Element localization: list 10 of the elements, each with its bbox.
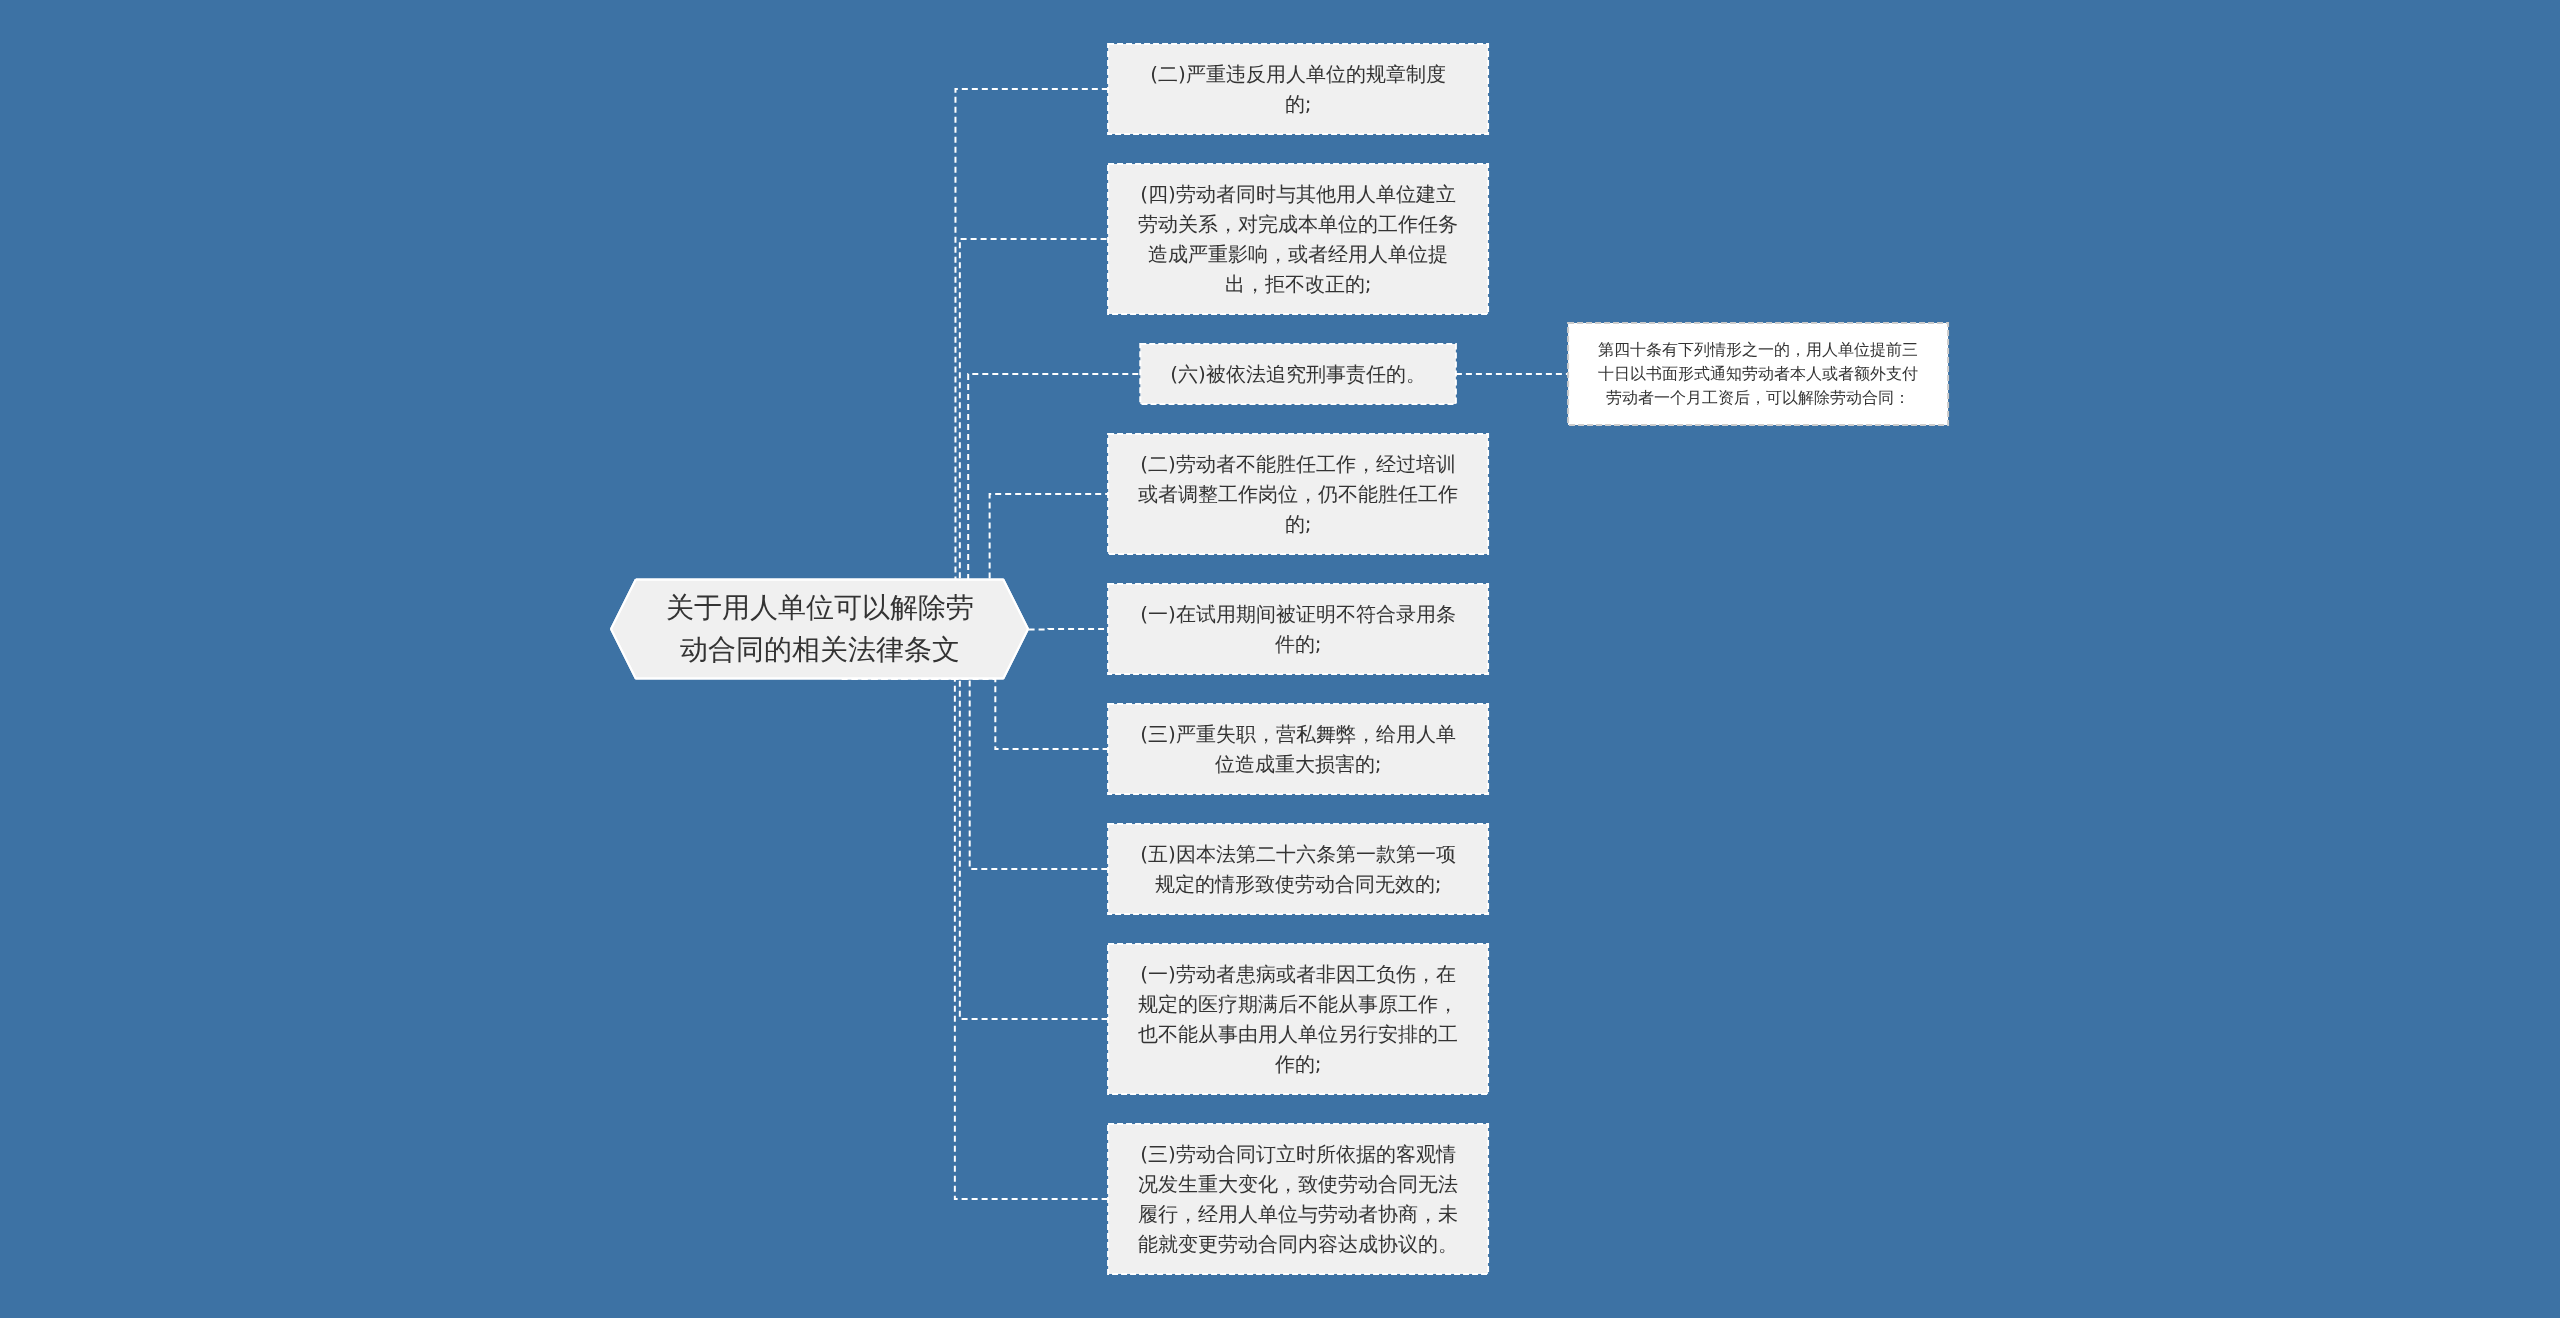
node-box: (一)劳动者患病或者非因工负伤，在规定的医疗期满后不能从事原工作，也不能从事由用人单位另行安排的工作的; xyxy=(1107,943,1490,1095)
node-box: (二)劳动者不能胜任工作，经过培训或者调整工作岗位，仍不能胜任工作的; xyxy=(1107,433,1490,555)
node-box: (二)严重违反用人单位的规章制度的; xyxy=(1107,43,1490,135)
node-box: (五)因本法第二十六条第一款第一项规定的情形致使劳动合同无效的; xyxy=(1107,823,1490,915)
node-box: (四)劳动者同时与其他用人单位建立劳动关系，对完成本单位的工作任务造成严重影响，或者经用人单位提出，拒不改正的; xyxy=(1107,163,1490,315)
node-box: (一)在试用期间被证明不符合录用条件的; xyxy=(1107,583,1490,675)
node-box: (三)严重失职，营私舞弊，给用人单位造成重大损害的; xyxy=(1107,703,1490,795)
node-box: 第四十条有下列情形之一的，用人单位提前三十日以书面形式通知劳动者本人或者额外支付劳动者一个月工资后，可以解除劳动合同： xyxy=(1567,322,1950,426)
node-box: (三)劳动合同订立时所依据的客观情况发生重大变化，致使劳动合同无法履行，经用人单位与劳动者协商，未能就变更劳动合同内容达成协议的。 xyxy=(1107,1123,1490,1275)
node-box: (六)被依法追究刑事责任的。 xyxy=(1139,343,1458,405)
